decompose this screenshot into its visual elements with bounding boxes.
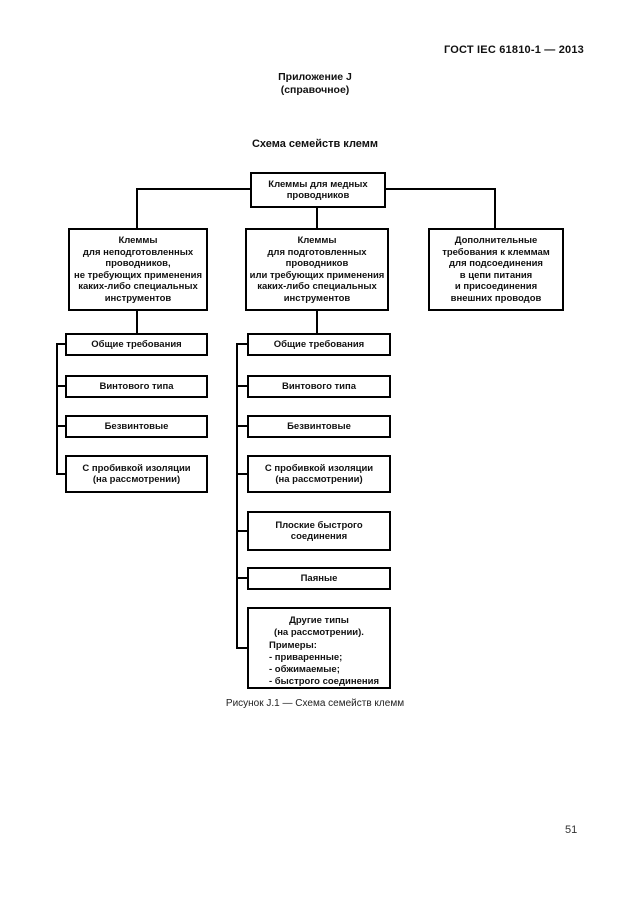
left-box-screw-type: Винтового типа [65, 375, 208, 398]
middle-box-label: Общие требования [273, 338, 365, 350]
root-box-copper-terminals: Клеммы для медных проводников [250, 172, 386, 208]
connector-line [236, 343, 238, 649]
connector-line [56, 473, 65, 475]
document-code: ГОСТ IEC 61810-1 — 2013 [443, 44, 584, 56]
middle-box-label: Паяные [300, 572, 338, 584]
branch-unprepared-label: Клеммы для неподготовленных проводников,… [73, 235, 203, 304]
root-box-label: Клеммы для медных проводников [268, 178, 368, 202]
page-number: 51 [565, 824, 578, 836]
left-box-screwless: Безвинтовые [65, 415, 208, 438]
branch-additional-requirements-box: Дополнительные требования к клеммам для … [428, 228, 564, 311]
section-title: Схема семейств клемм [251, 138, 379, 150]
branch-unprepared-conductors-box: Клеммы для неподготовленных проводников,… [68, 228, 208, 311]
middle-box-screwless: Безвинтовые [247, 415, 391, 438]
connector-line [136, 311, 138, 333]
middle-box-general-requirements: Общие требования [247, 333, 391, 356]
middle-box-insulation-piercing: С пробивкой изоляции (на рассмотрении) [247, 455, 391, 493]
branch-prepared-label: Клеммы для подготовленных проводников ил… [249, 235, 385, 304]
left-box-label: Винтового типа [99, 380, 174, 392]
connector-line [236, 473, 247, 475]
connector-line [56, 343, 65, 345]
connector-line [56, 385, 65, 387]
branch-additional-label: Дополнительные требования к клеммам для … [442, 235, 550, 304]
examples-label: Примеры: [269, 640, 317, 651]
other-types-examples: Примеры: - приваренные; - обжимаемые; - … [269, 640, 389, 688]
connector-line [316, 208, 318, 228]
left-box-label: Общие требования [91, 338, 182, 350]
left-box-label: С пробивкой изоляции (на рассмотрении) [82, 462, 191, 486]
appendix-heading: Приложение J (справочное) [0, 71, 630, 97]
middle-box-label: С пробивкой изоляции (на рассмотрении) [264, 462, 374, 486]
connector-line [136, 188, 250, 190]
connector-line [236, 343, 247, 345]
middle-box-other-types: Другие типы (на рассмотрении). Примеры: … [247, 607, 391, 689]
figure-caption: Рисунок J.1 — Схема семейств клемм [225, 698, 405, 709]
connector-line [316, 311, 318, 333]
appendix-label: Приложение J [278, 71, 352, 83]
example-item: - быстрого соединения [269, 676, 379, 687]
connector-line [386, 188, 496, 190]
example-item: - обжимаемые; [269, 664, 340, 675]
example-item: - приваренные; [269, 652, 343, 663]
connector-line [236, 425, 247, 427]
middle-box-label: Винтового типа [281, 380, 357, 392]
middle-box-soldered: Паяные [247, 567, 391, 590]
connector-line [56, 425, 65, 427]
middle-box-screw-type: Винтового типа [247, 375, 391, 398]
other-types-title: Другие типы (на рассмотрении). [274, 615, 364, 638]
connector-line [236, 385, 247, 387]
left-box-insulation-piercing: С пробивкой изоляции (на рассмотрении) [65, 455, 208, 493]
connector-line [56, 343, 58, 475]
connector-line [236, 530, 247, 532]
connector-line [494, 188, 496, 228]
connector-line [236, 577, 247, 579]
connector-line [136, 188, 138, 228]
connector-line [236, 647, 247, 649]
middle-box-flat-quick-connect: Плоские быстрого соединения [247, 511, 391, 551]
branch-prepared-conductors-box: Клеммы для подготовленных проводников ил… [245, 228, 389, 311]
left-box-label: Безвинтовые [104, 420, 169, 432]
appendix-type: (справочное) [280, 84, 350, 96]
left-box-general-requirements: Общие требования [65, 333, 208, 356]
middle-box-label: Безвинтовые [287, 420, 351, 432]
middle-box-label: Плоские быстрого соединения [275, 519, 363, 543]
